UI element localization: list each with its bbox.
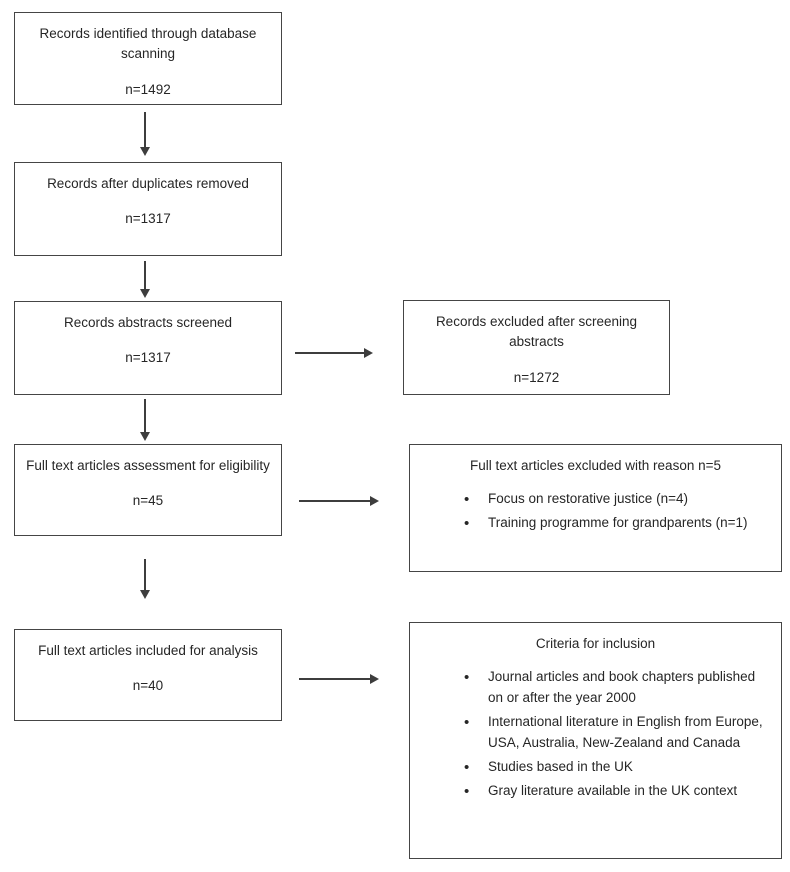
- box-title: Records identified through database scan…: [39, 26, 257, 62]
- box-title: Full text articles included for analysis: [38, 643, 258, 658]
- arrow-shaft: [144, 112, 146, 147]
- arrow-down-icon: [139, 399, 151, 441]
- arrow-down-icon: [139, 112, 151, 156]
- arrow-head: [370, 674, 379, 684]
- box-count: n=45: [132, 493, 164, 509]
- arrow-head: [364, 348, 373, 358]
- list-item: Studies based in the UK: [420, 756, 771, 779]
- box-title: Full text articles excluded with reason …: [469, 458, 721, 473]
- box-title: Full text articles assessment for eligib…: [26, 458, 270, 473]
- flow-box-excluded-abstracts: Records excluded after screening abstrac…: [403, 300, 670, 395]
- flow-box-included-analysis: Full text articles included for analysis…: [14, 629, 282, 721]
- arrow-head: [140, 590, 150, 599]
- inclusion-criteria-list: Journal articles and book chapters publi…: [420, 666, 771, 803]
- arrow-head: [140, 432, 150, 441]
- flow-box-excluded-fulltext: Full text articles excluded with reason …: [409, 444, 782, 572]
- arrow-right-icon: [299, 495, 379, 507]
- box-title: Records excluded after screening abstrac…: [435, 314, 638, 350]
- flow-box-criteria-inclusion: Criteria for inclusion Journal articles …: [409, 622, 782, 859]
- box-title: Criteria for inclusion: [535, 636, 656, 651]
- flow-box-fulltext-eligibility: Full text articles assessment for eligib…: [14, 444, 282, 536]
- arrow-shaft: [299, 500, 370, 502]
- arrow-right-icon: [299, 673, 379, 685]
- list-item: Focus on restorative justice (n=4): [420, 488, 771, 511]
- arrow-shaft: [299, 678, 370, 680]
- arrow-shaft: [144, 261, 146, 289]
- box-title: Records after duplicates removed: [47, 176, 249, 191]
- box-count: n=1317: [125, 211, 171, 227]
- list-item: Gray literature available in the UK cont…: [420, 780, 771, 803]
- arrow-down-icon: [139, 261, 151, 298]
- flow-box-abstracts-screened: Records abstracts screened n=1317: [14, 301, 282, 395]
- arrow-down-icon: [139, 559, 151, 599]
- flow-box-records-identified: Records identified through database scan…: [14, 12, 282, 105]
- arrow-shaft: [144, 399, 146, 432]
- arrow-head: [140, 289, 150, 298]
- arrow-head: [140, 147, 150, 156]
- arrow-right-icon: [295, 347, 373, 359]
- list-item: Training programme for grandparents (n=1…: [420, 512, 771, 535]
- list-item: Journal articles and book chapters publi…: [420, 666, 771, 709]
- list-item: International literature in English from…: [420, 711, 771, 754]
- arrow-shaft: [295, 352, 364, 354]
- arrow-head: [370, 496, 379, 506]
- flow-box-duplicates-removed: Records after duplicates removed n=1317: [14, 162, 282, 256]
- box-count: n=40: [132, 678, 164, 694]
- box-count: n=1317: [125, 350, 171, 366]
- box-title: Records abstracts screened: [63, 315, 233, 330]
- arrow-shaft: [144, 559, 146, 590]
- box-count: n=1272: [513, 369, 560, 385]
- box-count: n=1492: [125, 81, 171, 97]
- exclusion-reason-list: Focus on restorative justice (n=4) Train…: [420, 488, 771, 535]
